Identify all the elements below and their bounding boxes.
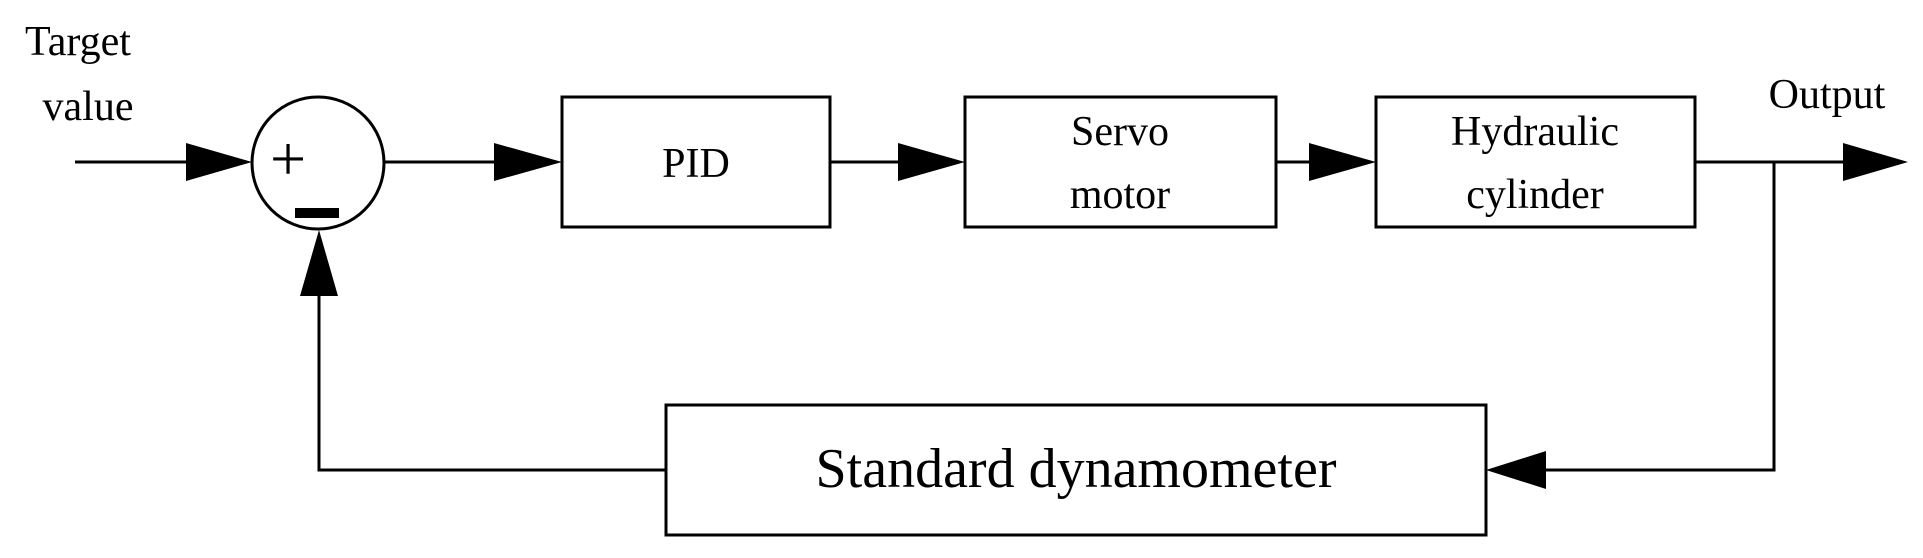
input-label-line-2: value [43, 84, 134, 130]
servo-motor-label-line-1: Servo [1071, 109, 1169, 155]
standard-dynamometer-label: Standard dynamometer [816, 438, 1337, 500]
output-label: Output [1769, 72, 1886, 118]
input-arrowhead [186, 143, 252, 181]
pid-input-arrowhead [494, 143, 562, 181]
hydraulic-cylinder-label-line-1: Hydraulic [1451, 109, 1619, 155]
pid-label: PID [662, 141, 730, 187]
feedback-return-line [317, 290, 666, 472]
minus-sign [295, 208, 339, 218]
dynamometer-input-arrowhead [1486, 451, 1546, 489]
hydraulic-cylinder-block [1374, 95, 1697, 229]
servo-motor-label-line-2: motor [1070, 172, 1170, 218]
cylinder-input-arrowhead [1309, 143, 1376, 181]
hydraulic-cylinder-label-line-2: cylinder [1466, 172, 1604, 218]
output-arrowhead [1843, 143, 1908, 181]
servo-input-arrowhead [898, 143, 965, 181]
input-label-line-1: Target [25, 19, 131, 65]
plus-sign: + [270, 123, 306, 194]
feedback-tap-line [1515, 162, 1776, 472]
feedback-arrowhead [300, 230, 338, 296]
pid-block [560, 95, 832, 229]
standard-dynamometer-block [664, 403, 1488, 537]
